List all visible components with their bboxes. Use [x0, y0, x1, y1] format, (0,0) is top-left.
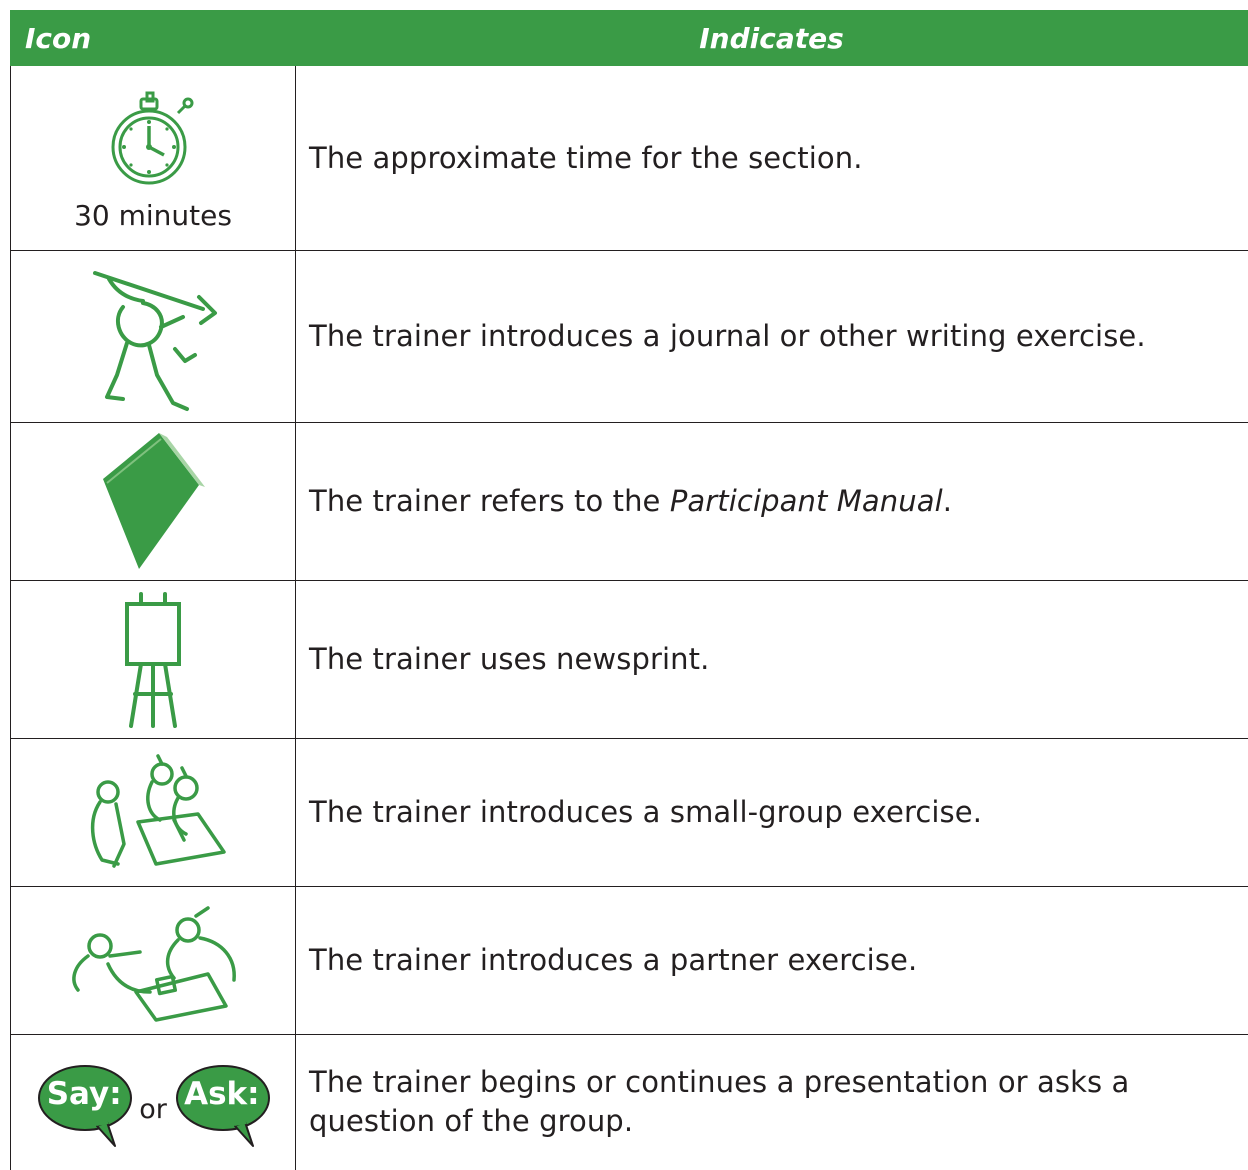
table-row: The trainer introduces a journal or othe… [10, 250, 1248, 423]
book-icon [103, 432, 205, 569]
icon-cell: Say: or Ask: [10, 1034, 296, 1170]
small-group-icon [90, 753, 226, 868]
icon-cell: 30 minutes [10, 65, 296, 251]
speech-bubble-icon [175, 1065, 270, 1148]
indicates-cell: The trainer introduces a partner exercis… [295, 886, 1248, 1035]
or-label: or [139, 1093, 167, 1125]
indicates-column-header: Indicates [295, 10, 1248, 66]
table-row: The trainer introduces a small-group exe… [10, 738, 1248, 887]
table-row: The trainer refers to the Participant Ma… [10, 422, 1248, 581]
table-header-row: Icon Indicates [10, 10, 1248, 66]
icon-legend-table: Icon Indicates [10, 10, 1248, 1170]
icon-cell [10, 580, 296, 739]
easel-icon [125, 591, 181, 728]
speech-bubble-group: Say: or Ask: [11, 1064, 295, 1148]
ask-bubble: Ask: [173, 1064, 271, 1148]
indicates-cell: The trainer uses newsprint. [295, 580, 1248, 739]
ask-label: Ask: [184, 1076, 260, 1113]
indicates-cell: The trainer refers to the Participant Ma… [295, 422, 1248, 581]
indicates-text-after: . [942, 484, 953, 518]
table-row: 30 minutes The approximate time for the … [10, 65, 1248, 251]
say-bubble: Say: [35, 1064, 133, 1148]
time-label: 30 minutes [74, 198, 232, 232]
table-row: The trainer uses newsprint. [10, 580, 1248, 739]
stopwatch-icon [111, 91, 194, 184]
indicates-cell: The trainer introduces a small-group exe… [295, 738, 1248, 887]
speech-bubble-icon [38, 1065, 133, 1148]
participant-manual-title: Participant Manual [669, 484, 943, 518]
icon-cell [10, 738, 296, 887]
table-row: The trainer introduces a partner exercis… [10, 886, 1248, 1035]
indicates-cell: The trainer begins or continues a presen… [295, 1034, 1248, 1170]
say-label: Say: [46, 1076, 122, 1113]
indicates-cell: The trainer introduces a journal or othe… [295, 250, 1248, 423]
icon-cell [10, 422, 296, 581]
icon-cell [10, 886, 296, 1035]
indicates-cell: The approximate time for the section. [295, 65, 1248, 251]
person-writing-icon [93, 270, 217, 411]
table-row: Say: or Ask: The trainer begins or conti… [10, 1034, 1248, 1170]
partner-icon [72, 905, 236, 1022]
indicates-text-before: The trainer refers to the [309, 484, 670, 518]
icon-cell [10, 250, 296, 423]
icon-column-header: Icon [10, 10, 296, 66]
